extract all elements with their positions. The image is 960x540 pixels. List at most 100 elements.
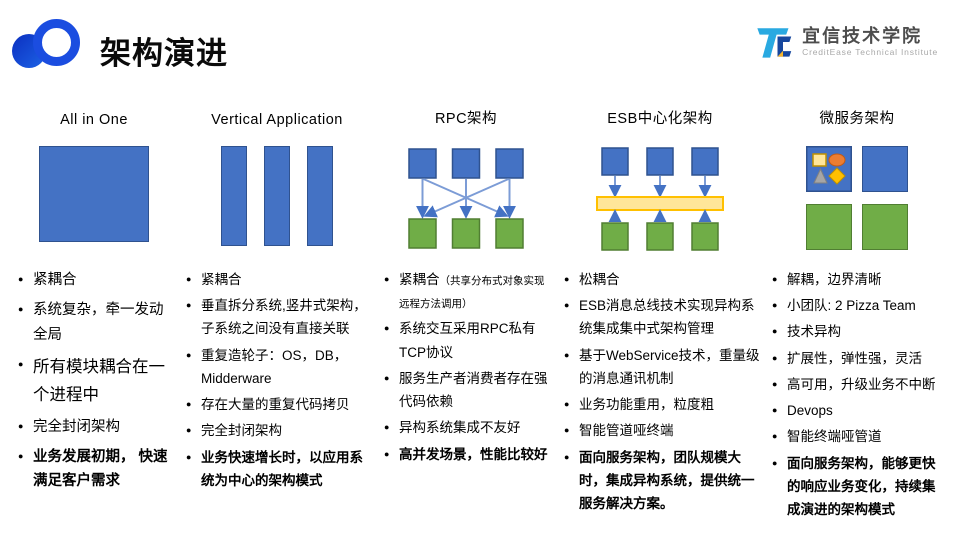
bullet-content: 紧耦合	[201, 268, 374, 291]
service-block	[601, 222, 629, 251]
bullet-item: ●垂直拆分系统,竖井式架构，子系统之间没有直接关联	[186, 294, 374, 340]
bullet-content: ESB消息总线技术实现异构系统集成集中式架构管理	[579, 294, 762, 340]
bullet-marker-icon: ●	[384, 372, 390, 383]
bullet-marker-icon: ●	[772, 274, 778, 284]
bullet-marker-icon: ●	[384, 274, 390, 284]
bullet-marker-icon: ●	[186, 399, 192, 410]
bullet-marker-icon: ●	[186, 349, 192, 360]
bullet-content: 业务功能重用，粒度粗	[579, 393, 762, 416]
bullet-text: 所有模块耦合在一个进程中	[33, 357, 165, 405]
bullet-marker-icon: ●	[772, 300, 778, 311]
bullet-text: 垂直拆分系统,竖井式架构，子系统之间没有直接关联	[201, 298, 367, 337]
bullet-marker-icon: ●	[18, 450, 24, 461]
bullet-item: ●所有模块耦合在一个进程中	[18, 353, 176, 410]
bullet-marker-icon: ●	[384, 422, 390, 433]
bullet-item: ●系统交互采用RPC私有TCP协议	[384, 317, 554, 363]
rpc-call-arrow	[423, 178, 509, 218]
bullet-text: 完全封闭架构	[33, 418, 120, 435]
bullet-item: ● 完全封闭架构	[18, 415, 176, 440]
bullet-marker-icon: ●	[384, 448, 390, 459]
bullet-content: 系统交互采用RPC私有TCP协议	[399, 317, 554, 363]
brand-subtitle: CreditEase Technical Institute	[802, 47, 938, 58]
bullet-marker-icon: ●	[772, 405, 778, 416]
bullet-content: 紧耦合	[33, 268, 176, 293]
vertical-bar	[307, 146, 333, 246]
system-block	[646, 147, 674, 176]
architecture-columns: All in One ●紧耦合●系统复杂，牵一发动全局●所有模块耦合在一个进程中…	[0, 106, 960, 524]
bullet-text: 高并发场景，性能比较好	[399, 446, 548, 462]
microservices-diagram	[764, 136, 950, 254]
bullet-list: ●紧耦合（共享分布式对象实现远程方法调用）●系统交互采用RPC私有TCP协议●服…	[376, 268, 556, 466]
service-block	[646, 222, 674, 251]
bullet-item: ● 面向服务架构，能够更快的响应业务变化，持续集成演进的架构模式	[772, 452, 948, 522]
bullet-item: ● 紧耦合	[18, 268, 176, 293]
bullet-item: ● ESB消息总线技术实现异构系统集成集中式架构管理	[564, 294, 762, 340]
rpc-diagram	[376, 136, 556, 254]
bullet-content: 异构系统集成不友好	[399, 416, 554, 439]
tc-logo-icon	[757, 28, 792, 58]
bullet-content: 基于WebService技术，重量级的消息通讯机制	[579, 344, 762, 390]
bullet-content: 解耦，边界清晰	[787, 268, 948, 291]
bullet-item: ● 服务生产者消费者存在强代码依赖	[384, 367, 554, 413]
bullet-marker-icon: ●	[18, 274, 24, 284]
bullet-content: 小团队: 2 Pizza Team	[787, 294, 948, 317]
bullet-list: ●松耦合●ESB消息总线技术实现异构系统集成集中式架构管理●基于WebServi…	[556, 268, 764, 515]
bullet-text: 解耦，边界清晰	[787, 272, 882, 287]
bullet-marker-icon: ●	[772, 457, 778, 468]
column-title: 微服务架构	[819, 111, 895, 127]
creditease-brand: 宜信技术学院 CreditEase Technical Institute	[750, 20, 938, 64]
bullet-item: ● 紧耦合	[186, 268, 374, 291]
bullet-item: ● 系统复杂，牵一发动全局	[18, 298, 176, 348]
system-block	[691, 147, 719, 176]
bullet-item: ●基于WebService技术，重量级的消息通讯机制	[564, 344, 762, 390]
bullet-content: 高可用，升级业务不中断	[787, 373, 948, 396]
bullet-item: ● 业务发展初期， 快速满足客户需求	[18, 445, 176, 495]
bullet-item: ● 存在大量的重复代码拷贝	[186, 393, 374, 416]
bullet-content: 垂直拆分系统,竖井式架构，子系统之间没有直接关联	[201, 294, 374, 340]
rpc-diagram-svg	[408, 148, 524, 249]
bullet-marker-icon: ●	[564, 274, 570, 284]
column-vertical-application: Vertical Application ●紧耦合●垂直拆分系统,竖井式架构，子…	[178, 106, 376, 524]
bullet-marker-icon: ●	[772, 378, 778, 389]
column-esb: ESB中心化架构 ●松耦合●ESB消息总线技术实现异构系统集成集中式架构管理●基…	[556, 106, 764, 524]
bullet-text: 完全封闭架构	[201, 423, 282, 439]
bullet-text: 服务生产者消费者存在强代码依赖	[399, 370, 548, 410]
bullet-content: 业务快速增长时，以应用系统为中心的架构模式	[201, 446, 374, 492]
provider-block	[495, 218, 524, 249]
bullet-marker-icon: ●	[186, 274, 192, 284]
bullet-item: ●业务快速增长时，以应用系统为中心的架构模式	[186, 446, 374, 492]
bullet-text: 系统复杂，牵一发动全局	[33, 301, 164, 343]
esb-diagram	[556, 136, 764, 254]
monolith-diagram	[10, 136, 178, 254]
bullet-text: 面向服务架构，能够更快的响应业务变化，持续集成演进的架构模式	[787, 455, 936, 517]
bullet-item: ●紧耦合（共享分布式对象实现远程方法调用）	[384, 268, 554, 314]
bullet-text: 高可用，升级业务不中断	[787, 376, 936, 392]
bullet-content: 存在大量的重复代码拷贝	[201, 393, 374, 416]
bullet-marker-icon: ●	[772, 326, 778, 337]
bullet-text: 业务发展初期， 快速满足客户需求	[33, 448, 168, 490]
bullet-item: ● 解耦，边界清晰	[772, 268, 948, 291]
bullet-marker-icon: ●	[18, 303, 24, 314]
slide-header: 架构演进 宜信技术学院 CreditEase Technical Institu…	[0, 0, 960, 106]
bullet-item: ●智能管道哑终端	[564, 419, 762, 442]
bullet-item: ● 高并发场景，性能比较好	[384, 443, 554, 466]
bullet-content: 智能终端哑管道	[787, 425, 948, 448]
bullet-text: 存在大量的重复代码拷贝	[201, 397, 350, 413]
bullet-marker-icon: ●	[18, 420, 24, 431]
bullet-text: 紧耦合	[33, 272, 77, 288]
bullet-item: ● 小团队: 2 Pizza Team	[772, 294, 948, 317]
vertical-bar	[264, 146, 290, 246]
rpc-call-arrow	[423, 178, 509, 218]
small-triangle-shape	[813, 167, 828, 184]
bullet-item: ●完全封闭架构	[186, 419, 374, 442]
bullet-text: 系统交互采用RPC私有TCP协议	[399, 321, 536, 360]
bullet-item: ●扩展性，弹性强，灵活	[772, 347, 948, 370]
small-square-shape	[812, 153, 827, 167]
bullet-marker-icon: ●	[564, 399, 570, 410]
small-ellipse-shape	[828, 153, 846, 167]
vertical-bars-diagram	[178, 136, 376, 254]
bullet-list: ●紧耦合●垂直拆分系统,竖井式架构，子系统之间没有直接关联●重复造轮子：OS，D…	[178, 268, 376, 492]
bullet-marker-icon: ●	[564, 300, 570, 311]
bullet-item: ● 业务功能重用，粒度粗	[564, 393, 762, 416]
consumer-block	[451, 148, 481, 179]
